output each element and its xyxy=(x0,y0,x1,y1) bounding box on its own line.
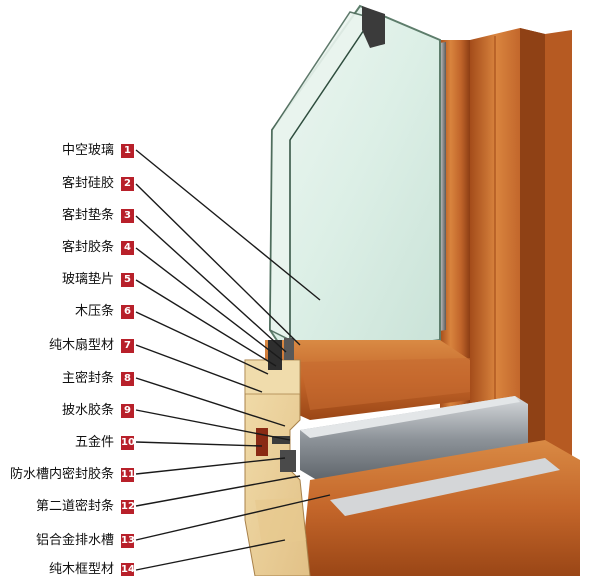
callout-number: 14 xyxy=(121,563,135,576)
callout-number: 2 xyxy=(121,177,134,191)
label-insulated-glass: 中空玻璃 xyxy=(61,143,114,158)
label-seal-pad: 客封垫条 xyxy=(61,208,114,223)
insulated-glass xyxy=(268,4,441,362)
profile-cross-section xyxy=(244,338,311,576)
callout-number: 1 xyxy=(121,144,134,158)
label-main-seal: 主密封条 xyxy=(61,371,114,386)
callout-number: 13 xyxy=(121,534,135,548)
outer-frame-bottom xyxy=(300,440,580,576)
callout-number: 11 xyxy=(121,468,135,482)
callout-number: 10 xyxy=(121,436,135,450)
callout-number: 8 xyxy=(121,372,134,386)
label-alu-channel: 铝合金排水槽 xyxy=(35,533,114,548)
label-sash-profile: 纯木扇型材 xyxy=(48,338,114,353)
label-glass-shim: 玻璃垫片 xyxy=(61,272,114,287)
callout-number: 5 xyxy=(121,273,134,287)
label-frame-profile: 纯木框型材 xyxy=(48,562,114,576)
callout-number: 3 xyxy=(121,209,134,223)
label-channel-seal: 防水槽内密封胶条 xyxy=(9,467,114,482)
callout-number: 6 xyxy=(121,305,134,319)
label-seal-strip: 客封胶条 xyxy=(61,240,114,255)
callout-number: 7 xyxy=(121,339,134,353)
callout-number: 12 xyxy=(121,500,135,514)
label-sealant: 客封硅胶 xyxy=(61,176,114,191)
label-hardware: 五金件 xyxy=(74,435,114,450)
label-glazing-bead: 木压条 xyxy=(74,304,114,319)
label-second-seal: 第二道密封条 xyxy=(35,499,114,514)
callout-number: 9 xyxy=(121,404,134,418)
leader-lines xyxy=(135,149,331,571)
callout-number: 4 xyxy=(121,241,134,255)
label-drip-strip: 披水胶条 xyxy=(61,403,114,418)
sash-bottom-rail xyxy=(265,340,470,420)
